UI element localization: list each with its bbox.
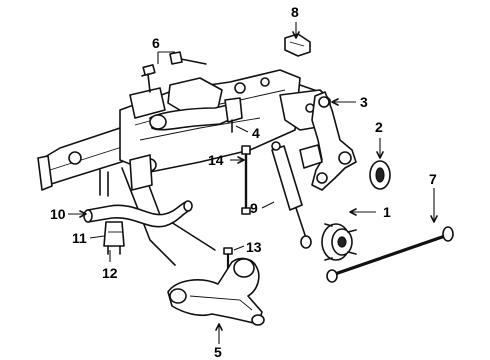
callout-12: 12	[102, 265, 118, 281]
callout-labels: 1 2 3 4 5 6 7 8 9 10 11 12 13 14	[50, 4, 437, 360]
callout-8: 8	[291, 4, 299, 20]
callout-4: 4	[252, 125, 260, 141]
leader-lines	[68, 22, 438, 344]
shock-absorber	[271, 141, 312, 249]
callout-10: 10	[50, 206, 66, 222]
callout-6: 6	[152, 35, 160, 51]
callout-1: 1	[383, 204, 391, 220]
strut-rod	[326, 226, 454, 283]
stabilizer-link	[241, 145, 251, 215]
callout-2: 2	[375, 119, 383, 135]
wheel-bearing-seal	[369, 160, 391, 190]
callout-5: 5	[214, 344, 222, 360]
callout-9: 9	[250, 200, 258, 216]
upper-arm-bolts	[141, 51, 207, 93]
callout-11: 11	[72, 230, 87, 246]
stabilizer-bar	[83, 200, 193, 255]
hub-bearing-assembly	[321, 223, 357, 261]
upper-control-arm	[149, 97, 243, 133]
bump-stop-clip	[284, 33, 311, 57]
lower-control-arm	[167, 257, 265, 326]
steering-knuckle	[299, 91, 357, 191]
callout-13: 13	[246, 239, 262, 255]
callout-7: 7	[429, 171, 437, 187]
callout-14: 14	[208, 152, 224, 168]
callout-3: 3	[360, 94, 368, 110]
